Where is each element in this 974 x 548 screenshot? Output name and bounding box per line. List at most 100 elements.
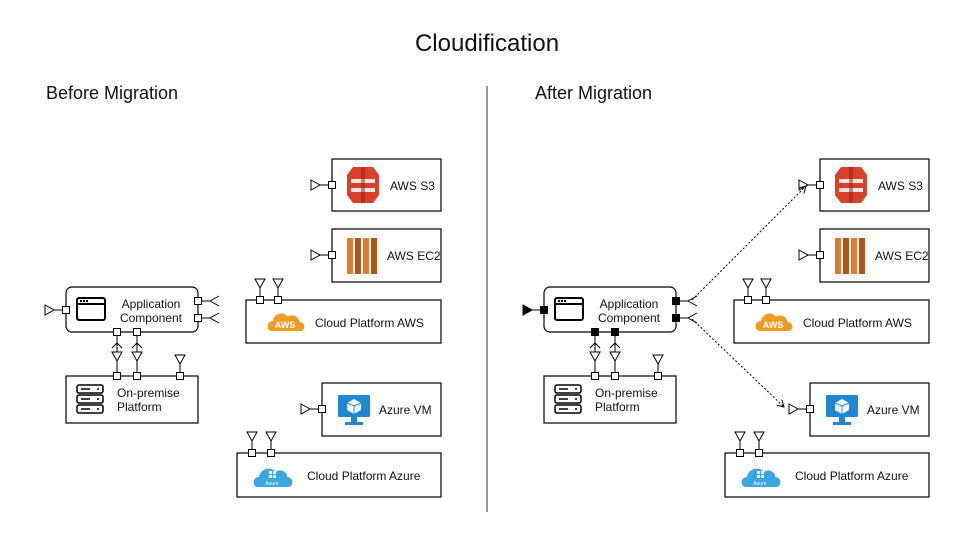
port bbox=[194, 314, 202, 322]
node-label: Cloud Platform AWS bbox=[803, 316, 912, 330]
required-interface-icon bbox=[208, 312, 220, 324]
node-aws-ec2[interactable]: AWS EC2 bbox=[310, 228, 442, 283]
port bbox=[328, 251, 336, 259]
provided-interface-icon bbox=[111, 351, 123, 363]
provided-interface-icon bbox=[798, 249, 810, 261]
azure-vm-icon bbox=[338, 395, 370, 425]
port bbox=[672, 314, 680, 322]
port bbox=[591, 372, 599, 380]
port bbox=[611, 372, 619, 380]
server-stack-icon bbox=[76, 384, 104, 414]
node-label: Application bbox=[122, 297, 181, 311]
node-cloud-platform-azure[interactable]: Azure Cloud Platform Azure bbox=[236, 431, 442, 498]
provided-interface-icon bbox=[589, 351, 601, 363]
port bbox=[755, 449, 763, 457]
provided-interface-icon bbox=[760, 278, 772, 290]
port bbox=[736, 449, 744, 457]
provided-interface-icon bbox=[265, 431, 277, 443]
node-azure-vm[interactable]: Azure VM bbox=[788, 382, 930, 437]
port bbox=[540, 306, 548, 314]
node-cloud-platform-aws[interactable]: AWS Cloud Platform AWS bbox=[733, 278, 930, 344]
port bbox=[274, 296, 282, 304]
port bbox=[654, 372, 662, 380]
migration-arrow-to-s3[interactable] bbox=[691, 186, 806, 301]
node-label: Cloud Platform Azure bbox=[795, 469, 909, 483]
node-label: AWS S3 bbox=[878, 179, 923, 193]
node-label: Platform bbox=[117, 400, 162, 414]
required-interface-icon bbox=[208, 295, 220, 307]
port bbox=[762, 296, 770, 304]
port bbox=[113, 372, 121, 380]
server-stack-icon bbox=[554, 384, 582, 414]
node-cloud-platform-aws[interactable]: AWS Cloud Platform AWS bbox=[245, 278, 442, 344]
port bbox=[133, 372, 141, 380]
provided-interface-icon bbox=[609, 351, 621, 363]
port bbox=[611, 328, 619, 336]
aws-logo-text: AWS bbox=[763, 320, 784, 330]
port bbox=[672, 297, 680, 305]
provided-interface-icon bbox=[753, 431, 765, 443]
aws-cloud-icon: AWS bbox=[755, 313, 793, 331]
required-interface-icon bbox=[609, 342, 621, 349]
port bbox=[113, 328, 121, 336]
node-label: Cloud Platform Azure bbox=[307, 469, 421, 483]
provided-interface-icon bbox=[522, 304, 534, 316]
port bbox=[176, 372, 184, 380]
node-label: AWS EC2 bbox=[875, 249, 929, 263]
provided-interface-icon bbox=[246, 431, 258, 443]
provided-interface-icon bbox=[300, 403, 312, 415]
port bbox=[133, 328, 141, 336]
node-box bbox=[245, 299, 442, 344]
aws-cloud-icon: AWS bbox=[267, 313, 305, 331]
port bbox=[816, 251, 824, 259]
ec2-icon bbox=[835, 238, 865, 274]
provided-interface-icon bbox=[652, 354, 664, 366]
required-interface-icon bbox=[131, 342, 143, 349]
node-label: AWS S3 bbox=[390, 179, 435, 193]
port bbox=[318, 405, 326, 413]
node-aws-s3[interactable]: AWS S3 bbox=[310, 158, 442, 212]
node-label: Platform bbox=[595, 400, 640, 414]
provided-interface-icon bbox=[742, 278, 754, 290]
azure-cloud-icon: Azure bbox=[253, 468, 293, 487]
node-aws-ec2[interactable]: AWS EC2 bbox=[798, 228, 930, 283]
provided-interface-icon bbox=[310, 179, 322, 191]
migration-arrow-to-azure-vm[interactable] bbox=[691, 318, 784, 407]
node-label: Component bbox=[120, 311, 183, 325]
node-label: AWS EC2 bbox=[387, 249, 441, 263]
node-azure-vm[interactable]: Azure VM bbox=[300, 382, 442, 437]
port bbox=[267, 449, 275, 457]
provided-interface-icon bbox=[254, 278, 266, 290]
port bbox=[744, 296, 752, 304]
s3-bucket-icon bbox=[835, 167, 867, 203]
node-label: On-premise bbox=[117, 386, 180, 400]
after-heading: After Migration bbox=[535, 83, 652, 103]
node-label: Azure VM bbox=[379, 403, 432, 417]
s3-bucket-icon bbox=[347, 167, 379, 203]
azure-vm-icon bbox=[826, 395, 858, 425]
app-window-icon bbox=[554, 297, 584, 321]
node-aws-s3[interactable]: AWS S3 bbox=[798, 158, 930, 212]
node-box bbox=[331, 158, 442, 212]
port bbox=[806, 405, 814, 413]
provided-interface-icon bbox=[788, 403, 800, 415]
port bbox=[194, 297, 202, 305]
port bbox=[256, 296, 264, 304]
required-interface-icon bbox=[686, 295, 698, 307]
provided-interface-icon bbox=[310, 249, 322, 261]
diagram-title: Cloudification bbox=[415, 30, 559, 57]
port bbox=[62, 306, 70, 314]
before-heading: Before Migration bbox=[46, 83, 178, 103]
provided-interface-icon bbox=[272, 278, 284, 290]
port bbox=[816, 181, 824, 189]
node-label: Cloud Platform AWS bbox=[315, 316, 424, 330]
provided-interface-icon bbox=[44, 304, 56, 316]
node-label: Application bbox=[600, 297, 659, 311]
